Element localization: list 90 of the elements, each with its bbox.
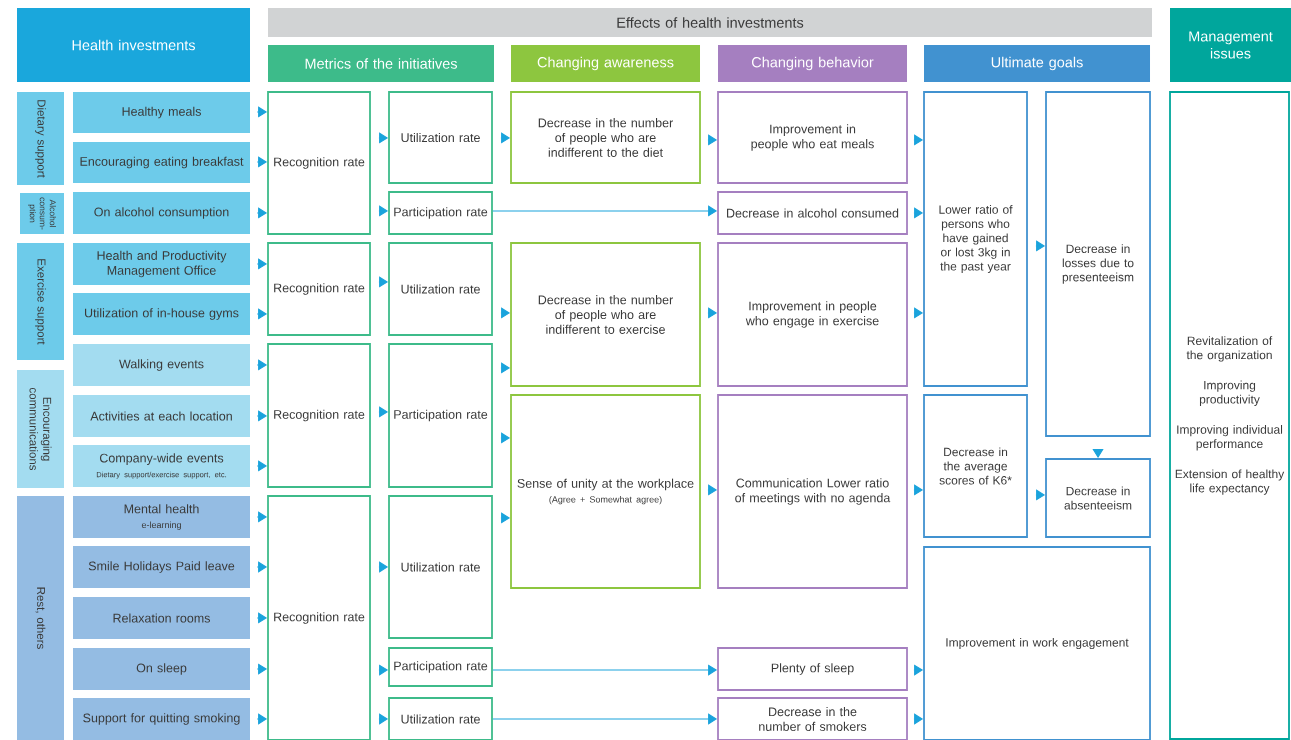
arrow xyxy=(913,134,923,146)
category-band: Exercise support xyxy=(17,243,64,360)
arrow xyxy=(378,561,388,573)
arrow xyxy=(256,156,267,168)
arrow xyxy=(913,713,923,725)
metric-box: Utilization rate xyxy=(388,91,493,184)
arrow xyxy=(256,460,267,472)
metric-box: Participation rate xyxy=(388,191,493,235)
arrow xyxy=(707,134,717,146)
arrow xyxy=(1035,489,1045,501)
column-header: Metrics of the initiatives xyxy=(268,45,494,82)
arrow xyxy=(500,362,510,374)
arrow xyxy=(378,276,388,288)
arrow xyxy=(492,205,717,217)
behavior-box: Decrease in alcohol consumed xyxy=(717,191,908,235)
initiative-box: On alcohol consumption xyxy=(73,192,250,234)
arrow xyxy=(1092,448,1104,458)
arrow xyxy=(500,132,510,144)
behavior-box: Plenty of sleep xyxy=(717,647,908,691)
awareness-box: Decrease in the number of people who are indifferent to the diet xyxy=(510,91,701,184)
metric-box: Recognition rate xyxy=(267,495,371,740)
awareness-box: Sense of unity at the workplace (Agree + Somewhat agree) xyxy=(510,394,701,589)
initiative-box: Activities at each location xyxy=(73,395,250,437)
behavior-box: Improvement in people who eat meals xyxy=(717,91,908,184)
issues-box: Revitalization of the organization Improving productivity Improving individual performance Extension of healthy life expectancy xyxy=(1169,91,1290,740)
arrow xyxy=(256,612,267,624)
arrow xyxy=(492,713,717,725)
goal-box: Decrease in absenteeism xyxy=(1045,458,1151,538)
metric-box: Participation rate xyxy=(388,343,493,488)
column-header: Changing awareness xyxy=(511,45,700,82)
arrow xyxy=(256,511,267,523)
arrow xyxy=(256,308,267,320)
arrow xyxy=(1035,240,1045,252)
behavior-box: Improvement in people who engage in exercise xyxy=(717,242,908,387)
metric-box: Utilization rate xyxy=(388,697,493,740)
behavior-box: Decrease in the number of smokers xyxy=(717,697,908,740)
arrow xyxy=(256,561,267,573)
arrow xyxy=(492,664,717,676)
goal-box: Improvement in work engagement xyxy=(923,546,1151,740)
goal-box: Lower ratio of persons who have gained or lost 3kg in the past year xyxy=(923,91,1028,387)
column-header: Management issues xyxy=(1170,8,1291,82)
initiative-box: Mental health e-learning xyxy=(73,496,250,538)
initiative-box: Health and Productivity Management Office xyxy=(73,243,250,285)
initiative-box: Smile Holidays Paid leave xyxy=(73,546,250,588)
behavior-box: Communication Lower ratio of meetings with no agenda xyxy=(717,394,908,589)
arrow xyxy=(256,258,267,270)
category-band: Alcohol consum-ption xyxy=(20,193,64,234)
arrow xyxy=(913,484,923,496)
arrow xyxy=(256,359,267,371)
metric-box: Utilization rate xyxy=(388,495,493,639)
arrow xyxy=(378,406,388,418)
initiative-box: Encouraging eating breakfast xyxy=(73,142,250,183)
arrow xyxy=(378,664,388,676)
category-band: Rest, others xyxy=(17,496,64,740)
metric-box: Utilization rate xyxy=(388,242,493,336)
arrow xyxy=(256,106,267,118)
arrow xyxy=(378,713,388,725)
initiative-box: Relaxation rooms xyxy=(73,597,250,639)
column-header: Changing behavior xyxy=(718,45,907,82)
metric-box: Recognition rate xyxy=(267,91,371,235)
arrow xyxy=(378,132,388,144)
goal-box: Decrease in losses due to presenteeism xyxy=(1045,91,1151,437)
arrow xyxy=(500,307,510,319)
initiative-box: Utilization of in-house gyms xyxy=(73,293,250,335)
arrow xyxy=(913,207,923,219)
arrow xyxy=(913,664,923,676)
awareness-box: Decrease in the number of people who are indifferent to exercise xyxy=(510,242,701,387)
arrow xyxy=(913,307,923,319)
arrow xyxy=(256,713,267,725)
initiative-box: Healthy meals xyxy=(73,92,250,133)
arrow xyxy=(500,512,510,524)
metric-box: Recognition rate xyxy=(267,343,371,488)
arrow xyxy=(256,663,267,675)
arrow xyxy=(256,410,267,422)
column-header: Health investments xyxy=(17,8,250,82)
arrow xyxy=(378,205,388,217)
section-header: Effects of health investments xyxy=(268,8,1152,37)
arrow xyxy=(707,484,717,496)
initiative-box: On sleep xyxy=(73,648,250,690)
category-band: Dietary support xyxy=(17,92,64,185)
metric-box: Recognition rate xyxy=(267,242,371,336)
metric-box: Participation rate xyxy=(388,647,493,687)
arrow xyxy=(256,207,267,219)
column-header: Ultimate goals xyxy=(924,45,1150,82)
category-band: Encouraging communications xyxy=(17,370,64,488)
initiative-box: Walking events xyxy=(73,344,250,386)
arrow xyxy=(500,432,510,444)
goal-box: Decrease in the average scores of K6* xyxy=(923,394,1028,538)
arrow xyxy=(707,307,717,319)
initiative-box: Support for quitting smoking xyxy=(73,698,250,740)
